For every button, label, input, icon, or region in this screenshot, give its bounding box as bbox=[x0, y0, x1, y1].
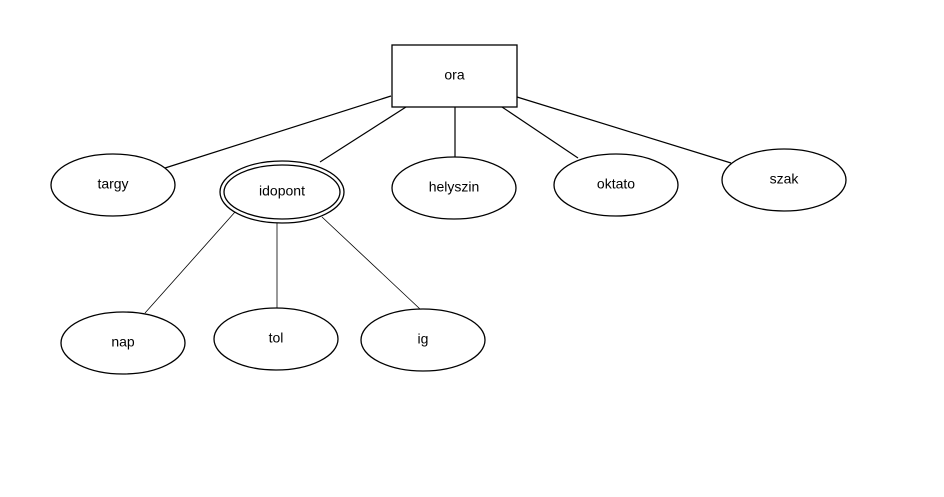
edge-idopont-nap bbox=[144, 211, 236, 314]
edge-ora-targy bbox=[164, 95, 392, 169]
entity-ora-box bbox=[391, 44, 518, 108]
sub-attribute-ig-label: ig bbox=[418, 331, 429, 347]
edge-idopont-ig bbox=[321, 216, 421, 310]
attribute-idopont[interactable]: idopont bbox=[219, 160, 345, 224]
attribute-targy-ellipse bbox=[50, 153, 176, 217]
attribute-szak[interactable]: szak bbox=[721, 148, 847, 212]
entity-ora[interactable]: ora bbox=[391, 44, 518, 108]
sub-attribute-tol-ellipse bbox=[213, 307, 339, 371]
attribute-targy-label: targy bbox=[97, 176, 128, 192]
attribute-oktato[interactable]: oktato bbox=[553, 153, 679, 217]
edge-ora-oktato bbox=[501, 106, 579, 159]
attribute-targy[interactable]: targy bbox=[50, 153, 176, 217]
attribute-szak-ellipse bbox=[721, 148, 847, 212]
attribute-helyszin-label: helyszin bbox=[429, 179, 480, 195]
connectors bbox=[144, 95, 732, 314]
edge-ora-idopont bbox=[319, 106, 407, 163]
attribute-oktato-label: oktato bbox=[597, 176, 635, 192]
sub-attribute-nap-ellipse bbox=[60, 311, 186, 375]
sub-attribute-tol-label: tol bbox=[269, 330, 284, 346]
attribute-szak-label: szak bbox=[770, 171, 800, 187]
edge-ora-szak bbox=[516, 96, 732, 164]
sub-attribute-tol[interactable]: tol bbox=[213, 307, 339, 371]
attribute-helyszin[interactable]: helyszin bbox=[391, 156, 517, 220]
entity-ora-label: ora bbox=[444, 67, 464, 83]
sub-attribute-ig-ellipse bbox=[360, 308, 486, 372]
attribute-idopont-inner-ellipse bbox=[223, 164, 341, 220]
attribute-idopont-label: idopont bbox=[259, 183, 305, 199]
sub-attribute-nap-label: nap bbox=[111, 334, 135, 350]
attribute-oktato-ellipse bbox=[553, 153, 679, 217]
sub-attribute-nap[interactable]: nap bbox=[60, 311, 186, 375]
attribute-helyszin-ellipse bbox=[391, 156, 517, 220]
sub-attribute-ig[interactable]: ig bbox=[360, 308, 486, 372]
